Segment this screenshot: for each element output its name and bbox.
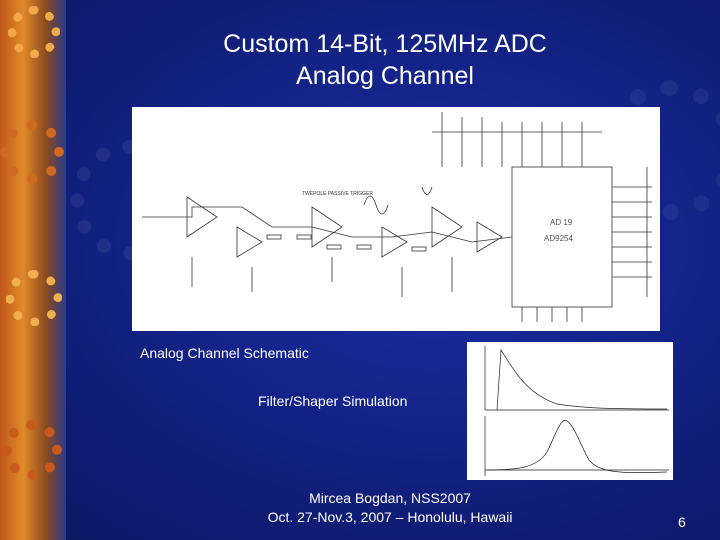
gear-icon — [2, 420, 62, 480]
title-line-1: Custom 14-Bit, 125MHz ADC — [223, 30, 547, 58]
footer-citation: Mircea Bogdan, NSS2007 Oct. 27-Nov.3, 20… — [220, 489, 560, 527]
schematic-drawing: TWEPOLE PASSIVE TRIGGER AD 19 AD9254 — [142, 112, 652, 322]
footer-line-1: Mircea Bogdan, NSS2007 — [309, 490, 471, 506]
gear-icon — [0, 120, 64, 184]
simulation-caption: Filter/Shaper Simulation — [258, 393, 408, 409]
schematic-image: TWEPOLE PASSIVE TRIGGER AD 19 AD9254 — [132, 107, 660, 331]
footer-line-2: Oct. 27-Nov.3, 2007 – Honolulu, Hawaii — [267, 509, 513, 525]
simulation-drawing — [484, 346, 669, 476]
slide-title: Custom 14-Bit, 125MHz ADC Analog Channel — [120, 28, 650, 92]
decorative-gear-strip — [0, 0, 66, 540]
simulation-plot-image — [467, 342, 673, 480]
title-line-2: Analog Channel — [296, 62, 474, 90]
page-number: 6 — [678, 514, 686, 530]
gear-icon — [6, 270, 62, 326]
schematic-caption: Analog Channel Schematic — [140, 345, 309, 361]
schematic-sheet-label: TWEPOLE PASSIVE TRIGGER — [302, 191, 373, 197]
schematic-chip-label-1: AD 19 — [550, 218, 573, 227]
schematic-chip-label-2: AD9254 — [544, 234, 573, 243]
gear-icon — [8, 6, 60, 58]
